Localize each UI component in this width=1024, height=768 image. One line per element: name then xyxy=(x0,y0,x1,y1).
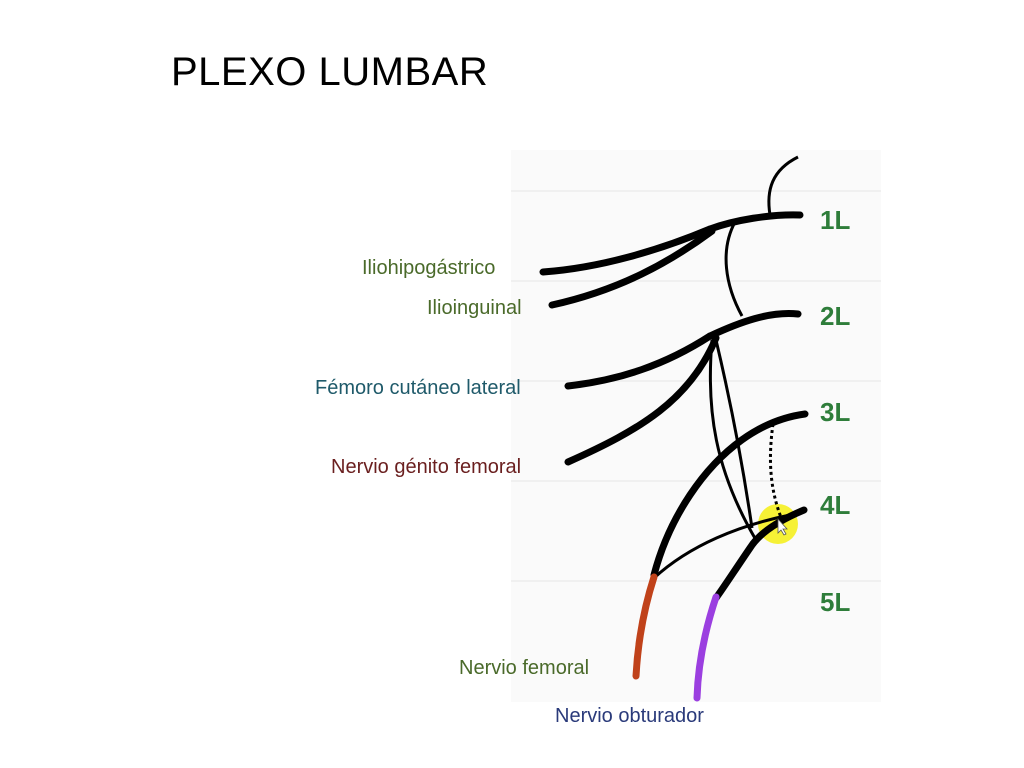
nerve-iliohipogastrico xyxy=(539,225,714,276)
nerve-ilioinguinal xyxy=(548,227,716,309)
nerve-4l-femoral-branch xyxy=(652,513,791,580)
nerve-femoro-cutaneo xyxy=(564,332,714,390)
nerve-obturador xyxy=(693,593,720,702)
nerve-root-4l xyxy=(712,506,808,602)
label-iliohipogastrico: Iliohipogástrico xyxy=(362,257,496,279)
label-genito-femoral: Nervio génito femoral xyxy=(331,456,522,478)
nerve-root-2l xyxy=(706,310,802,340)
nerve-femoral xyxy=(632,573,658,680)
level-label-4l: 4L xyxy=(820,490,851,520)
nerve-genito-femoral xyxy=(564,334,720,466)
label-obturador: Nervio obturador xyxy=(555,705,704,727)
level-label-3l: 3L xyxy=(820,397,851,427)
label-ilioinguinal: Ilioinguinal xyxy=(427,297,522,319)
nerve-3l-dotted xyxy=(768,423,784,521)
slide-title: PLEXO LUMBAR xyxy=(171,50,489,94)
level-label-5l: 5L xyxy=(820,587,851,617)
nerve-1l-2l-connector xyxy=(724,221,744,317)
label-femoral: Nervio femoral xyxy=(459,657,590,679)
level-label-1l: 1L xyxy=(820,205,851,235)
nerve-2l-thin-a xyxy=(708,339,758,541)
cursor-icon xyxy=(777,517,788,536)
nerve-1l-upper xyxy=(767,155,799,216)
nerve-root-1l xyxy=(706,211,804,233)
level-label-2l: 2L xyxy=(820,301,851,331)
label-femoro-cutaneo: Fémoro cutáneo lateral xyxy=(315,377,521,399)
nerve-root-3l xyxy=(650,410,809,579)
